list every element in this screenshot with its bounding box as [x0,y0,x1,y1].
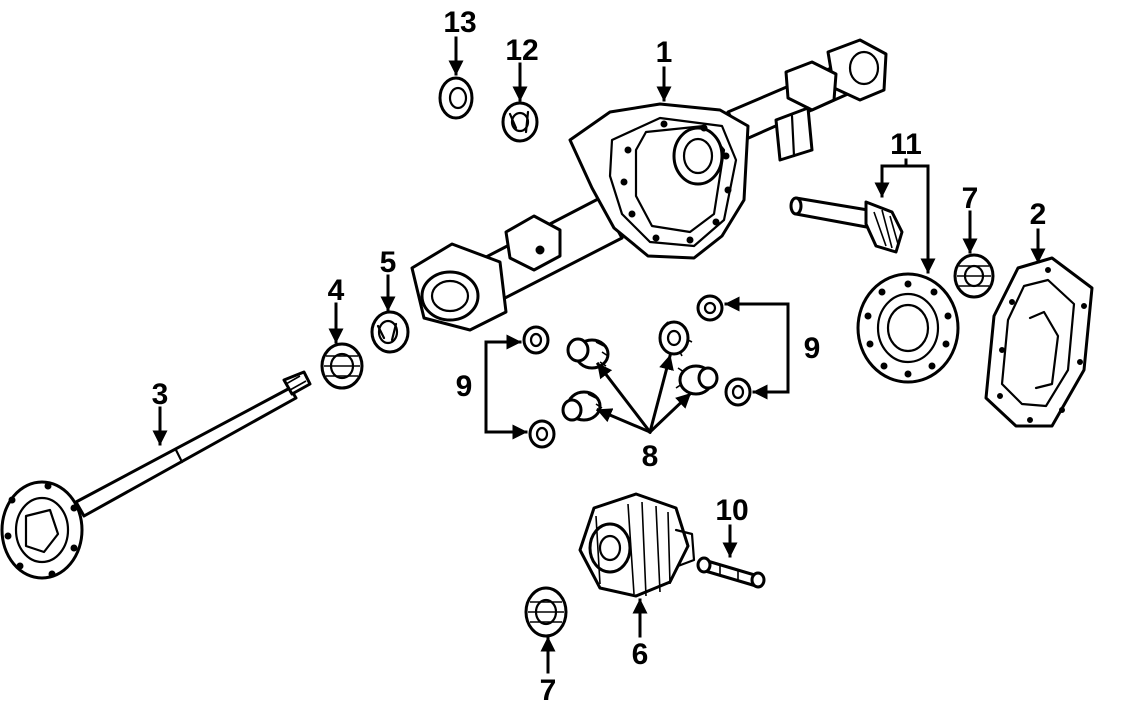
side-gear-upper-left [566,337,610,370]
washer-left-lower [528,419,556,449]
callout-7-lower: 7 [540,674,557,707]
callout-12: 12 [505,34,538,67]
ring-gear [856,272,960,384]
case-bearing-lower [524,586,568,638]
callout-1: 1 [656,36,673,69]
axle-seal [370,310,410,354]
pinion-seal [501,101,539,143]
callout-6: 6 [632,638,649,671]
axle-housing [410,38,888,332]
callout-11: 11 [890,128,922,161]
thrust-washers [522,294,752,449]
side-gear-lower-left [561,390,603,422]
washer-right-lower [724,377,752,407]
callout-10: 10 [715,494,748,527]
cross-shaft [696,556,766,589]
callout-8: 8 [642,440,659,473]
callout-2: 2 [1030,198,1047,231]
callout-7-upper: 7 [962,182,979,215]
ring-and-pinion [789,196,960,384]
callout-5: 5 [380,246,397,279]
side-gear-lower-right [675,364,719,396]
washer-left-upper [522,325,550,355]
differential-cover [984,256,1094,428]
callout-3: 3 [152,378,169,411]
washer-right-upper [696,294,724,322]
axle-shaft [0,370,312,580]
callout-labels: 1 2 3 4 5 6 7 7 8 9 9 10 11 12 13 [152,6,1047,707]
callout-9-right: 9 [804,332,821,365]
yoke-seal [438,76,474,120]
drive-pinion [789,196,904,254]
axle-bearing [320,342,364,390]
callout-9-left: 9 [456,370,473,403]
differential-gears [561,320,719,422]
pinion-gear-upper-right [658,320,693,357]
differential-case [578,492,696,598]
callout-13: 13 [443,6,476,39]
leader-lines [152,36,1046,674]
pinion-bearing-upper [953,253,995,299]
callout-4: 4 [328,274,345,307]
